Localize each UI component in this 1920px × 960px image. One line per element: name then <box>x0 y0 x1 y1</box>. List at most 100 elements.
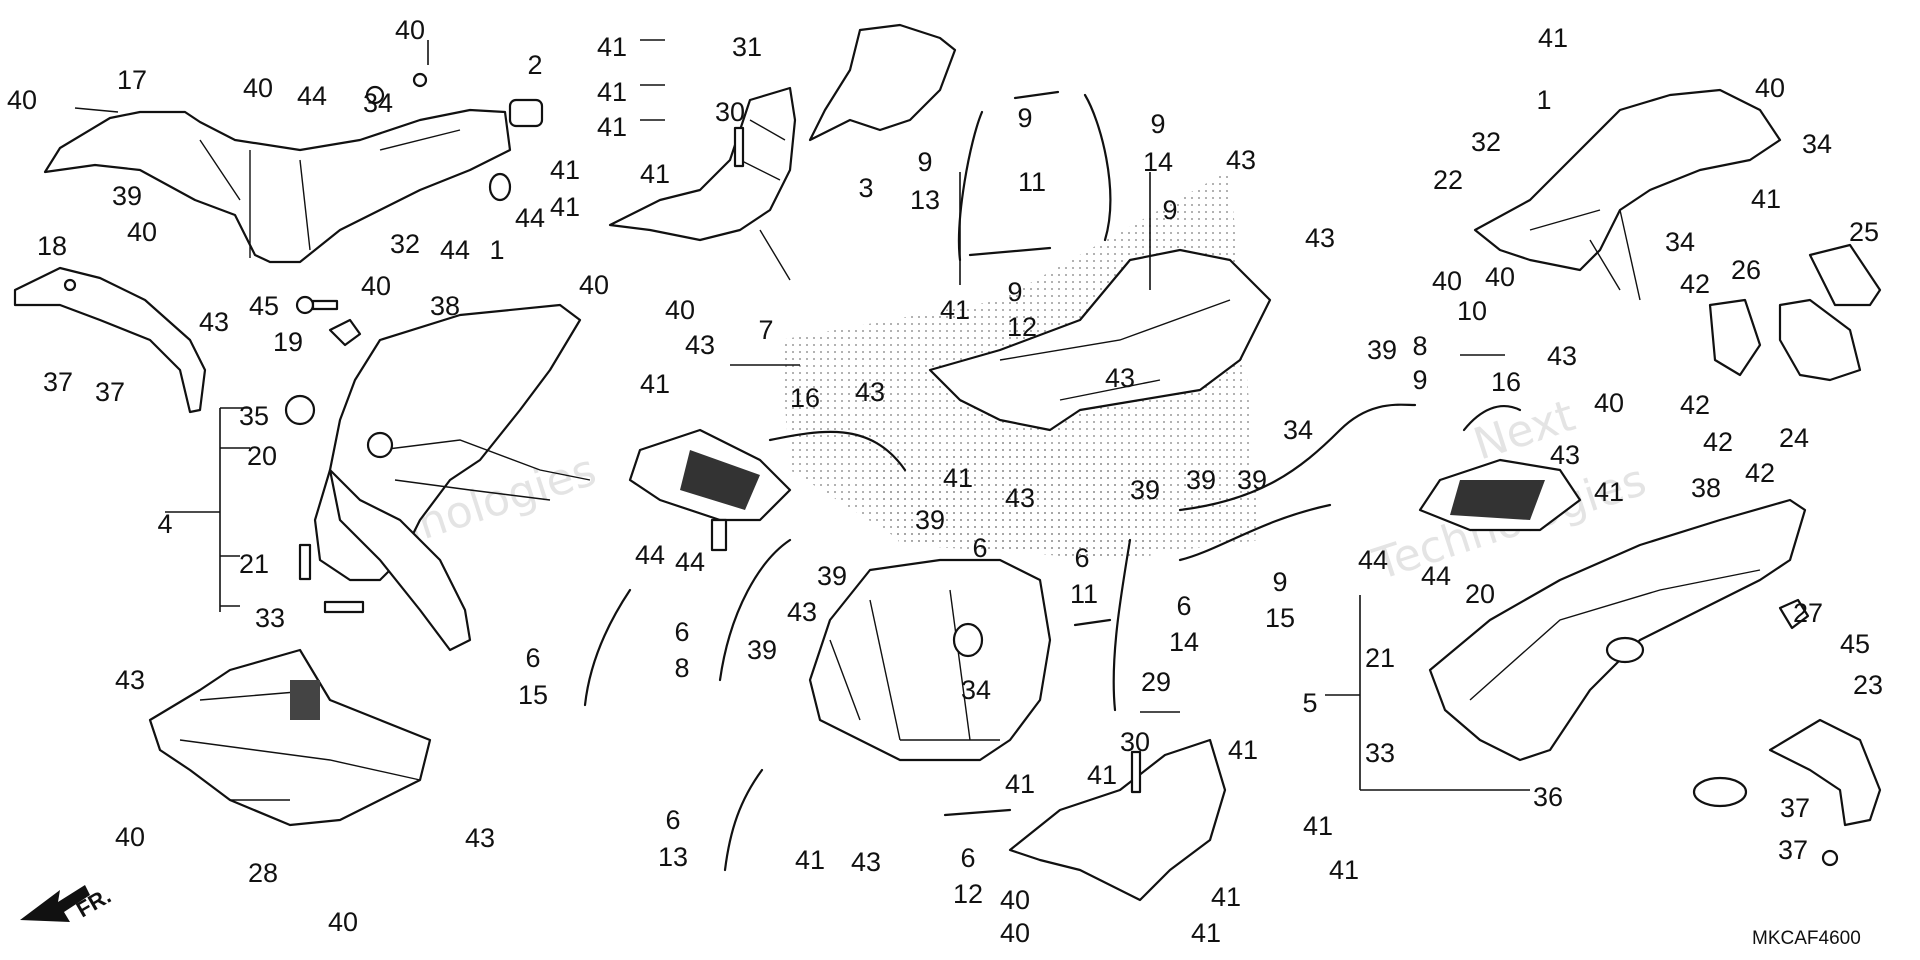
callout-21: 21 <box>239 549 269 579</box>
part-clip-27 <box>1778 598 1810 630</box>
callout-38: 38 <box>430 291 460 321</box>
callout-41: 41 <box>943 463 973 493</box>
callout-41: 41 <box>1087 760 1117 790</box>
callout-43: 43 <box>1005 483 1035 513</box>
callout-41: 41 <box>597 32 627 62</box>
part-strip-9 <box>768 90 1522 562</box>
part-grille-10 <box>1418 458 1582 532</box>
callout-29: 29 <box>1141 667 1171 697</box>
callout-7: 7 <box>758 315 773 345</box>
callout-43: 43 <box>199 307 229 337</box>
callout-44: 44 <box>1421 561 1451 591</box>
callout-4: 4 <box>157 509 172 539</box>
callout-15: 15 <box>1265 603 1295 633</box>
callout-43: 43 <box>1226 145 1256 175</box>
callout-34: 34 <box>1283 415 1313 445</box>
part-clip-19 <box>328 318 362 347</box>
callout-9: 9 <box>1007 277 1022 307</box>
callout-11: 11 <box>1018 167 1046 197</box>
callout-14: 14 <box>1169 627 1199 657</box>
callout-5: 5 <box>1302 688 1317 718</box>
callout-41: 41 <box>640 369 670 399</box>
callout-41: 41 <box>597 77 627 107</box>
callout-41: 41 <box>795 845 825 875</box>
callout-34: 34 <box>961 675 991 705</box>
callout-36: 36 <box>1533 782 1563 812</box>
callout-40: 40 <box>127 217 157 247</box>
callout-44: 44 <box>675 547 705 577</box>
callout-44: 44 <box>1358 545 1388 575</box>
callout-27: 27 <box>1793 598 1823 628</box>
callout-43: 43 <box>851 847 881 877</box>
callout-40: 40 <box>243 73 273 103</box>
part-grille-7 <box>628 428 792 552</box>
callout-41: 41 <box>1228 735 1258 765</box>
callout-44: 44 <box>297 81 327 111</box>
callout-13: 13 <box>658 842 688 872</box>
callout-40: 40 <box>1000 885 1030 915</box>
callout-6: 6 <box>972 533 987 563</box>
part-cover-23 <box>1768 718 1882 867</box>
callout-39: 39 <box>1367 335 1397 365</box>
callout-42: 42 <box>1703 427 1733 457</box>
callout-42: 42 <box>1745 458 1775 488</box>
callout-25: 25 <box>1849 217 1879 247</box>
callout-40: 40 <box>1000 918 1030 948</box>
callout-45: 45 <box>1840 629 1870 659</box>
callout-6: 6 <box>1074 543 1089 573</box>
callout-40: 40 <box>1755 73 1785 103</box>
callout-43: 43 <box>1305 223 1335 253</box>
callout-43: 43 <box>787 597 817 627</box>
callout-12: 12 <box>953 879 983 909</box>
callout-41: 41 <box>940 295 970 325</box>
part-cover-24 <box>1778 298 1862 382</box>
callout-41: 41 <box>1538 23 1568 53</box>
callout-35: 35 <box>239 401 269 431</box>
callout-22: 22 <box>1433 165 1463 195</box>
callout-44: 44 <box>635 540 665 570</box>
callout-44: 44 <box>515 203 545 233</box>
callout-9: 9 <box>1162 195 1177 225</box>
callout-9: 9 <box>917 147 932 177</box>
callout-37: 37 <box>1778 835 1808 865</box>
callout-20: 20 <box>1465 579 1495 609</box>
callout-40: 40 <box>395 15 425 45</box>
callout-9: 9 <box>1017 103 1032 133</box>
callout-34: 34 <box>1665 227 1695 257</box>
callout-41: 41 <box>1303 811 1333 841</box>
callout-33: 33 <box>1365 738 1395 768</box>
callout-15: 15 <box>518 680 548 710</box>
callout-16: 16 <box>790 383 820 413</box>
part-bracket-31 <box>608 86 797 281</box>
callout-45: 45 <box>249 291 279 321</box>
callout-33: 33 <box>255 603 285 633</box>
part-panel-3 <box>808 23 957 142</box>
callout-16: 16 <box>1491 367 1521 397</box>
callout-40: 40 <box>1485 262 1515 292</box>
part-side-cover-18 <box>13 266 207 414</box>
callout-37: 37 <box>95 377 125 407</box>
callout-1: 1 <box>489 235 504 265</box>
callout-40: 40 <box>1594 388 1624 418</box>
callout-43: 43 <box>115 665 145 695</box>
callout-41: 41 <box>550 155 580 185</box>
callout-42: 42 <box>1680 269 1710 299</box>
callout-40: 40 <box>361 271 391 301</box>
callout-31: 31 <box>732 32 762 62</box>
front-direction-indicator: FR. <box>20 883 115 922</box>
callout-41: 41 <box>1329 855 1359 885</box>
part-lower-cowl-28 <box>148 648 432 827</box>
part-side-cowl-5 <box>1428 498 1807 808</box>
callout-23: 23 <box>1853 670 1883 700</box>
callout-39: 39 <box>747 635 777 665</box>
callout-40: 40 <box>579 270 609 300</box>
callout-41: 41 <box>1594 477 1624 507</box>
callout-40: 40 <box>328 907 358 937</box>
callout-43: 43 <box>465 823 495 853</box>
callout-41: 41 <box>1751 184 1781 214</box>
callout-38: 38 <box>1691 473 1721 503</box>
callout-9: 9 <box>1272 567 1287 597</box>
arrow-icon <box>20 885 90 922</box>
callout-32: 32 <box>390 229 420 259</box>
